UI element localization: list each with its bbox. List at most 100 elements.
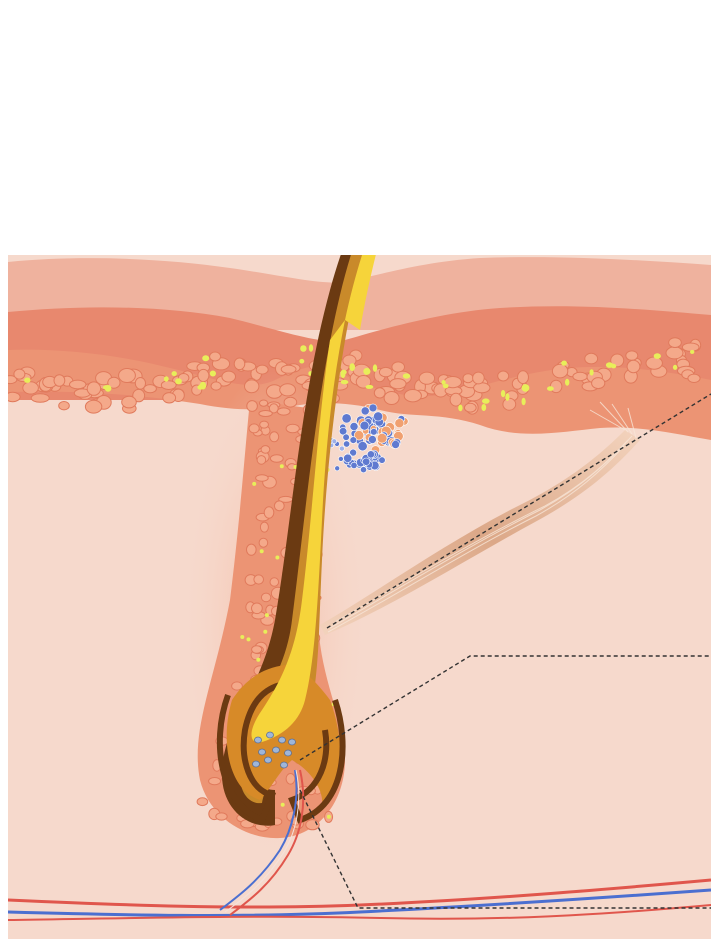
cell	[256, 658, 260, 662]
cell	[161, 381, 176, 390]
cell	[669, 338, 682, 348]
cell	[327, 815, 331, 819]
cell	[31, 394, 49, 403]
cell	[550, 380, 562, 392]
cell	[474, 383, 490, 393]
papilla-cell	[265, 757, 272, 763]
cell	[252, 646, 262, 654]
cell	[119, 369, 136, 383]
cell	[585, 353, 598, 364]
cell	[210, 371, 216, 377]
cell	[70, 380, 86, 389]
gland-cell	[335, 466, 340, 471]
cell	[211, 382, 221, 390]
cell	[274, 501, 284, 511]
cell	[256, 475, 269, 481]
cell	[210, 352, 221, 361]
cell	[265, 613, 269, 617]
papilla-cell	[281, 762, 288, 768]
gland-cell	[360, 467, 366, 473]
cell	[419, 372, 434, 384]
cell	[59, 402, 70, 410]
gland-cell	[344, 454, 352, 462]
cell	[690, 350, 694, 354]
cell	[252, 603, 263, 614]
cell	[103, 385, 110, 389]
cell	[673, 365, 677, 370]
cell	[463, 374, 473, 383]
cell	[144, 385, 157, 393]
cell	[281, 365, 296, 373]
gland-cell	[338, 456, 343, 461]
cell	[501, 390, 505, 397]
gland-cell	[350, 422, 358, 430]
cell	[252, 482, 256, 486]
cell	[646, 357, 662, 369]
gland-cell	[369, 404, 377, 412]
gland-cell	[368, 436, 376, 444]
cell	[259, 538, 268, 547]
cell	[300, 345, 306, 352]
papilla-cell	[279, 737, 286, 743]
cell	[23, 382, 39, 394]
cell	[522, 384, 530, 392]
cell	[263, 630, 267, 634]
cell	[682, 343, 699, 351]
gland-cell	[343, 441, 349, 447]
cell	[573, 372, 587, 380]
cell	[280, 384, 296, 396]
cell	[14, 369, 25, 379]
cell	[270, 455, 283, 463]
cell	[349, 363, 355, 371]
cell	[247, 544, 257, 555]
cell	[627, 360, 640, 372]
papilla-cell	[267, 732, 274, 738]
cell	[280, 464, 284, 468]
cell	[254, 575, 264, 584]
cell	[341, 380, 349, 384]
cell	[87, 382, 100, 395]
cell	[522, 398, 526, 405]
cell	[216, 813, 227, 820]
cell	[260, 549, 264, 553]
gland-cell	[342, 414, 351, 423]
cell	[247, 637, 251, 641]
cell	[458, 405, 462, 412]
cell	[404, 390, 421, 402]
gland-cell	[350, 437, 357, 444]
cell	[309, 344, 313, 352]
cell	[473, 372, 485, 384]
cell	[390, 379, 406, 389]
cell	[592, 378, 605, 389]
cell	[552, 364, 567, 378]
cell	[270, 432, 279, 442]
cell	[518, 371, 529, 384]
cell	[202, 355, 209, 361]
gland-cell	[374, 412, 383, 421]
cell	[85, 400, 101, 413]
cell	[505, 393, 509, 401]
cell	[122, 396, 137, 408]
cell	[363, 368, 370, 375]
cell	[261, 593, 270, 602]
cell	[275, 556, 279, 560]
gland-cell	[358, 442, 367, 451]
cell	[249, 424, 259, 433]
cell	[172, 371, 177, 376]
gland-cell	[351, 462, 357, 468]
cell	[464, 403, 476, 412]
gland-cell	[392, 441, 400, 449]
cell	[245, 380, 259, 393]
cell	[481, 404, 486, 411]
cell	[482, 398, 490, 403]
cell	[450, 393, 462, 406]
gland-cell	[360, 421, 369, 430]
cell	[247, 401, 258, 412]
gland-cell	[361, 407, 369, 415]
cell	[264, 507, 274, 518]
cell	[666, 347, 683, 359]
cell	[403, 373, 410, 378]
papilla-cell	[285, 750, 292, 756]
